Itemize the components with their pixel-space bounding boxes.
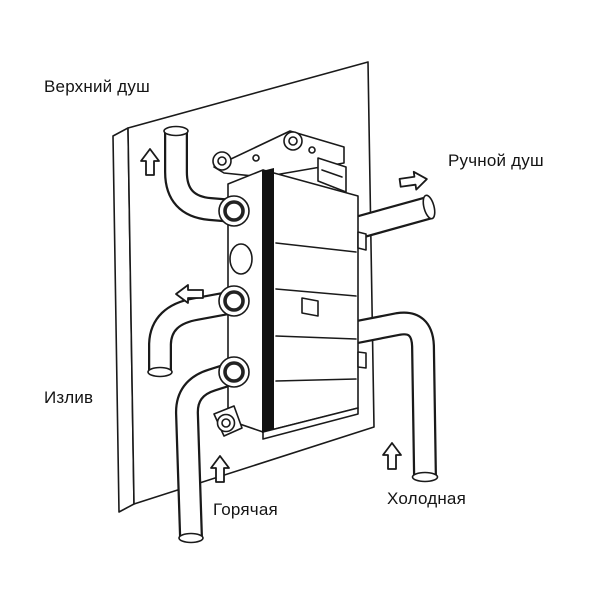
top-mounting-bracket <box>212 130 345 178</box>
bottom-mounting-bracket <box>213 405 243 437</box>
label-top-shower: Верхний душ <box>44 77 150 96</box>
hot-supply-flow-arrow-icon <box>210 455 230 483</box>
label-spout: Излив <box>44 388 94 407</box>
label-hot: Горячая <box>213 500 278 519</box>
pipe-opening <box>422 194 436 220</box>
valve-port-top-shower <box>218 195 250 227</box>
valve-port-hot <box>218 356 250 388</box>
pipe-hot-supply <box>175 361 238 544</box>
spout-flow-arrow-icon <box>175 284 204 304</box>
valve-face-tab <box>301 297 319 317</box>
valve-top-mechanism <box>317 157 347 193</box>
valve-side-tab <box>357 351 367 369</box>
screw-dot <box>252 154 260 162</box>
pipe-opening <box>147 366 173 378</box>
pipe-spout <box>147 290 237 378</box>
pipe-opening <box>163 125 189 137</box>
screw-dot <box>308 146 316 154</box>
valve-port-spout <box>218 285 250 317</box>
valve-center-bar <box>262 168 274 433</box>
label-hand-shower: Ручной душ <box>448 151 544 170</box>
hand-shower-flow-arrow-icon <box>398 170 428 191</box>
pipe-top-shower <box>163 125 235 223</box>
pipe-opening <box>411 471 439 483</box>
cold-supply-flow-arrow-icon <box>382 442 402 470</box>
pipe-cold-supply <box>349 311 439 483</box>
label-cold: Холодная <box>387 489 466 508</box>
pipe-opening <box>178 532 204 544</box>
valve-cartridge-detail <box>229 243 253 275</box>
valve-bottom-flange <box>262 407 359 440</box>
valve-body <box>212 130 367 440</box>
valve-side-tab <box>357 231 367 251</box>
top-shower-flow-arrow-icon <box>140 148 160 176</box>
